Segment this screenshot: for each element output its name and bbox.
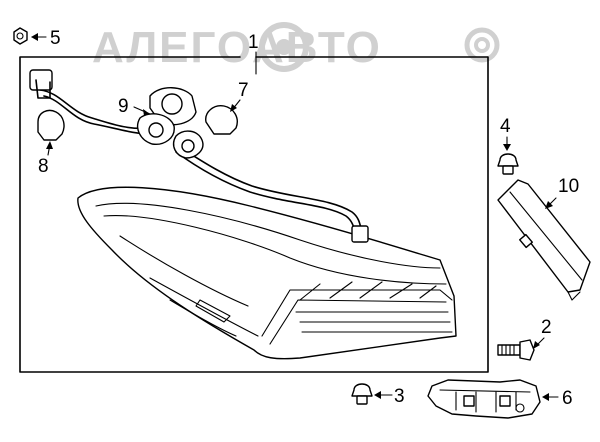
callout-7: 7: [238, 80, 249, 101]
arrow-10: [545, 201, 553, 209]
watermark-logo: АЛЕГОАВТО: [92, 22, 500, 72]
callout-6: 6: [562, 388, 573, 409]
bracket-6: [427, 379, 541, 419]
callout-4: 4: [500, 116, 511, 137]
nut-5: [13, 27, 28, 45]
arrow-5: [31, 33, 38, 41]
arrow-9: [143, 109, 150, 116]
arrow-6: [542, 393, 549, 401]
wiring-harness: [29, 69, 369, 243]
callout-3: 3: [394, 386, 405, 407]
bulb-socket-assembly: [136, 87, 204, 159]
arrow-7: [230, 104, 237, 112]
callout-5: 5: [50, 28, 61, 49]
clip-4: [497, 153, 519, 175]
bulb-7: [205, 105, 238, 135]
assembly-frame: [19, 56, 489, 373]
watermark-ring-icon: [464, 27, 500, 63]
bulb-8: [37, 109, 65, 141]
harness-connector: [351, 225, 369, 243]
harness-end-connector: [29, 69, 53, 91]
callout-1: 1: [248, 32, 259, 53]
callout-9: 9: [118, 96, 129, 117]
arrow-2: [533, 341, 540, 349]
clip-3: [351, 383, 373, 405]
callout-2: 2: [541, 317, 552, 338]
bolt-2: [497, 339, 535, 361]
callout-10: 10: [558, 176, 579, 197]
arrow-3: [374, 391, 381, 399]
watermark-gear-icon: [259, 22, 309, 72]
watermark-text: АЛЕГОАВТО: [92, 23, 382, 72]
arrow-8: [46, 141, 53, 149]
tail-lamp-housing: [77, 186, 457, 360]
garnish-10: [497, 179, 591, 301]
callout-8: 8: [38, 156, 49, 177]
arrow-4: [503, 144, 511, 151]
